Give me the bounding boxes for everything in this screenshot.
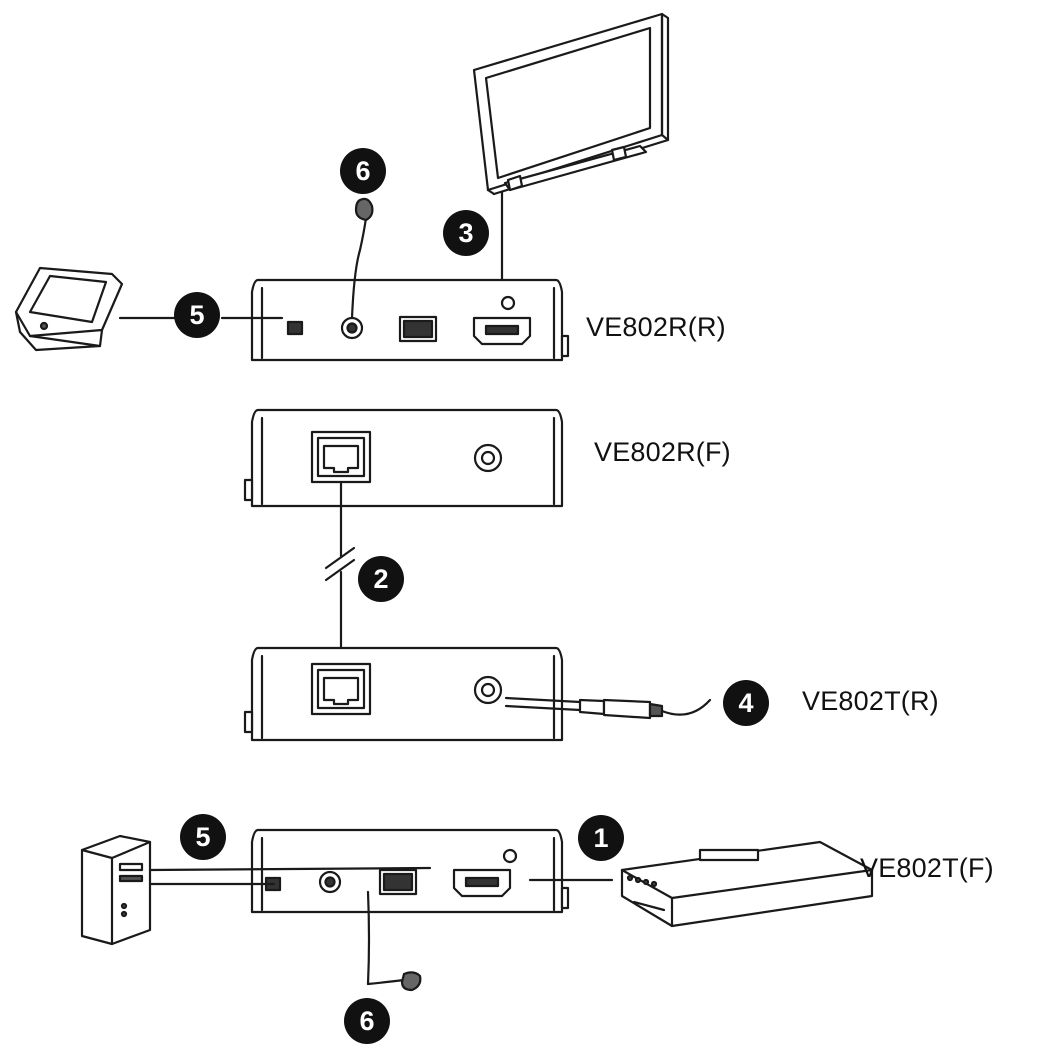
ve802r-front-unit [243,408,564,508]
step-badge-1: 1 [578,815,624,861]
touch-panel-icon [14,266,284,352]
step-badge-4: 4 [723,680,769,726]
label-ve802t-front: VE802T(F) [860,853,994,883]
label-ve802r-rear: VE802R(R) [586,312,726,342]
label-ve802t-rear: VE802T(R) [802,686,939,716]
ir-transmitter-cable-bottom [366,890,422,992]
ve802t-front-unit [250,828,570,914]
power-adapter-cable [504,696,712,720]
ve802r-rear-unit [250,278,570,362]
computer-tower-icon [80,834,432,946]
media-player-icon [528,840,874,928]
ve802t-rear-unit [243,646,564,742]
step-badge-3: 3 [443,210,489,256]
step-badge-6-bottom: 6 [344,998,390,1044]
step-badge-2: 2 [358,556,404,602]
step-badge-5-bottom: 5 [180,814,226,860]
ir-receiver-cable-top [350,197,374,320]
label-ve802r-front: VE802R(F) [594,437,731,467]
step-badge-5-top: 5 [174,292,220,338]
cat-cable [324,480,356,666]
step-badge-6-top: 6 [340,148,386,194]
monitor-icon [472,12,670,284]
